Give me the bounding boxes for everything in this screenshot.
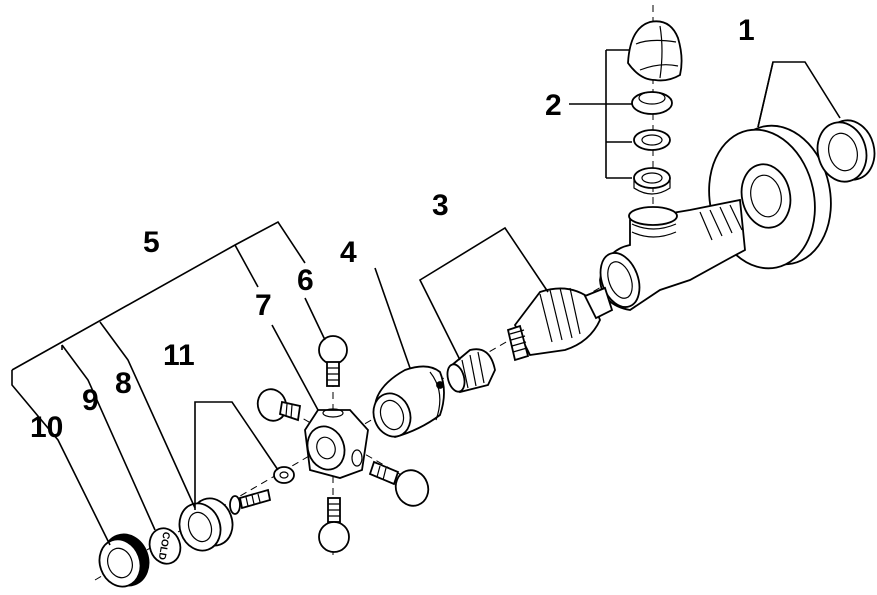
part-10-cap xyxy=(98,533,150,588)
part-4-bell-cover xyxy=(372,365,445,438)
callout-11: 11 xyxy=(163,339,195,372)
part-6-knob-right xyxy=(368,460,430,507)
part-2-compression-nut xyxy=(627,20,683,82)
callout-2: 2 xyxy=(545,89,562,122)
callout-labels: 1 2 3 4 5 6 7 8 9 10 11 xyxy=(30,14,755,444)
part-8-adapter-ring xyxy=(178,497,234,552)
callout-10: 10 xyxy=(30,411,63,444)
callout-7: 7 xyxy=(255,289,272,322)
part-1-ring xyxy=(816,119,876,183)
callout-8: 8 xyxy=(115,367,132,400)
part-2-washer-b xyxy=(633,167,671,195)
leader-lines xyxy=(11,49,841,546)
part-6-knob-left xyxy=(256,388,302,422)
part-6-knob-top xyxy=(318,335,348,387)
part-2-olive xyxy=(631,91,673,115)
callout-3: 3 xyxy=(432,189,449,222)
callout-5: 5 xyxy=(143,226,160,259)
part-1-rosette xyxy=(708,124,832,270)
part-3-cartridge xyxy=(506,286,614,362)
part-11-washer xyxy=(273,466,295,484)
part-9-indicator-disc: COLD xyxy=(148,527,182,565)
callout-6: 6 xyxy=(297,264,314,297)
part-7-cross-hub xyxy=(304,408,369,479)
callout-1: 1 xyxy=(738,14,755,47)
valve-body xyxy=(599,198,746,311)
disc-embossed-text: COLD xyxy=(156,531,172,561)
callout-4: 4 xyxy=(340,236,357,269)
part-3-spline-adapter xyxy=(446,348,496,394)
part-6-knob-bottom xyxy=(318,497,350,553)
part-11-screw xyxy=(229,488,272,515)
callout-9: 9 xyxy=(82,384,99,417)
part-2-washer-a xyxy=(633,129,671,151)
